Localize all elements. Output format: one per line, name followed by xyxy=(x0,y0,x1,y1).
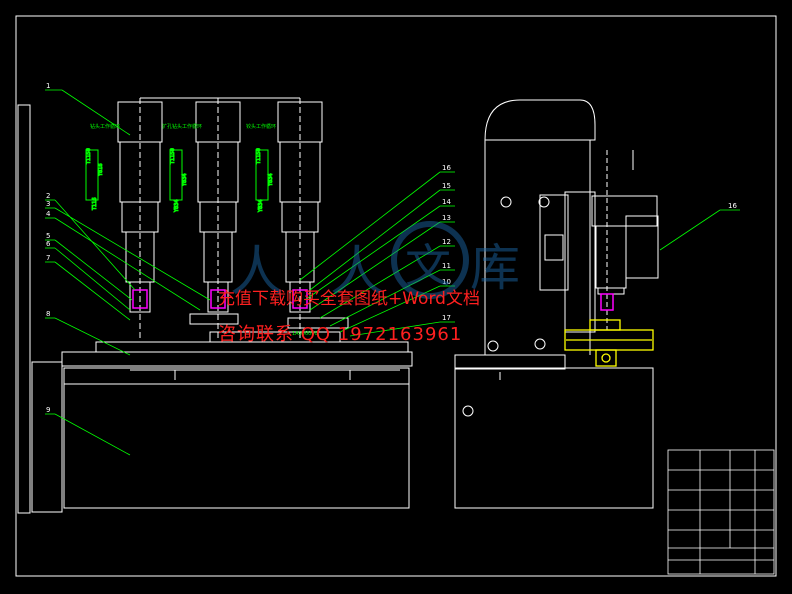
part-16: 16 xyxy=(442,164,451,172)
dim-2c: Y834 xyxy=(174,199,180,213)
spindle-captions: 钻头工作循环 扩孔钻头工作循环 铰头工作循环 xyxy=(90,123,276,130)
side-view xyxy=(454,99,659,509)
part-8: 8 xyxy=(46,310,50,318)
part-10: 10 xyxy=(442,278,451,286)
caption-hinge: 铰头工作循环 xyxy=(246,123,276,130)
part-17: 17 xyxy=(442,314,451,322)
dim-3b: Y834 xyxy=(268,173,274,187)
leader-lines-center xyxy=(299,171,455,337)
leader-lines-left xyxy=(45,89,211,456)
logo-char-3: 文 xyxy=(405,239,451,293)
dim-3c: Y834 xyxy=(258,199,264,213)
dim-2a: T1150 xyxy=(170,148,176,165)
part-12: 12 xyxy=(442,238,451,246)
logo-char-4: 库 xyxy=(470,239,520,297)
dim-1a: T1150 xyxy=(86,148,92,165)
part-7: 7 xyxy=(46,254,50,262)
side-drill-bit xyxy=(600,293,614,311)
table-label: 1A000000 xyxy=(292,331,318,337)
work-cycle-diagrams: T1150 Y816 T116 T1150 Y834 Y834 T1150 Y8… xyxy=(85,148,275,214)
part-numbers-left: 1 2 3 4 5 6 7 8 9 xyxy=(46,82,51,414)
caption-ream: 扩孔钻头工作循环 xyxy=(162,123,202,130)
dim-1c: T116 xyxy=(92,197,98,211)
part-11: 11 xyxy=(442,262,451,270)
part-5: 5 xyxy=(46,232,50,240)
logo-char-1: 人 xyxy=(230,240,284,303)
caption-drill: 钻头工作循环 xyxy=(90,123,120,130)
part-14: 14 xyxy=(442,198,451,206)
logo-watermark: 人 人 文 库 xyxy=(230,221,520,303)
part-9: 9 xyxy=(46,406,50,414)
part-15: 15 xyxy=(442,182,451,190)
watermark-line-1: 充值下载购买全套图纸+Word文档 xyxy=(218,289,480,309)
title-block xyxy=(667,449,775,575)
fixture xyxy=(564,319,654,367)
dim-2b: Y834 xyxy=(182,173,188,187)
part-4: 4 xyxy=(46,210,51,218)
part-numbers-center: 16 15 14 13 12 11 10 17 xyxy=(442,164,451,322)
front-view xyxy=(17,97,413,514)
logo-char-2: 人 xyxy=(330,240,384,303)
leader-lines-right xyxy=(659,209,740,251)
watermark-line-2: 咨询联系 QQ 1972163961 xyxy=(218,324,463,345)
part-1: 1 xyxy=(46,82,50,90)
part-13: 13 xyxy=(442,214,451,222)
drawing-frame xyxy=(15,15,777,577)
dim-3a: T1150 xyxy=(256,148,262,165)
dim-1b: Y816 xyxy=(98,163,104,177)
part-6: 6 xyxy=(46,240,51,248)
part-16-right: 16 xyxy=(728,202,737,210)
part-3: 3 xyxy=(46,200,50,208)
part-2: 2 xyxy=(46,192,50,200)
